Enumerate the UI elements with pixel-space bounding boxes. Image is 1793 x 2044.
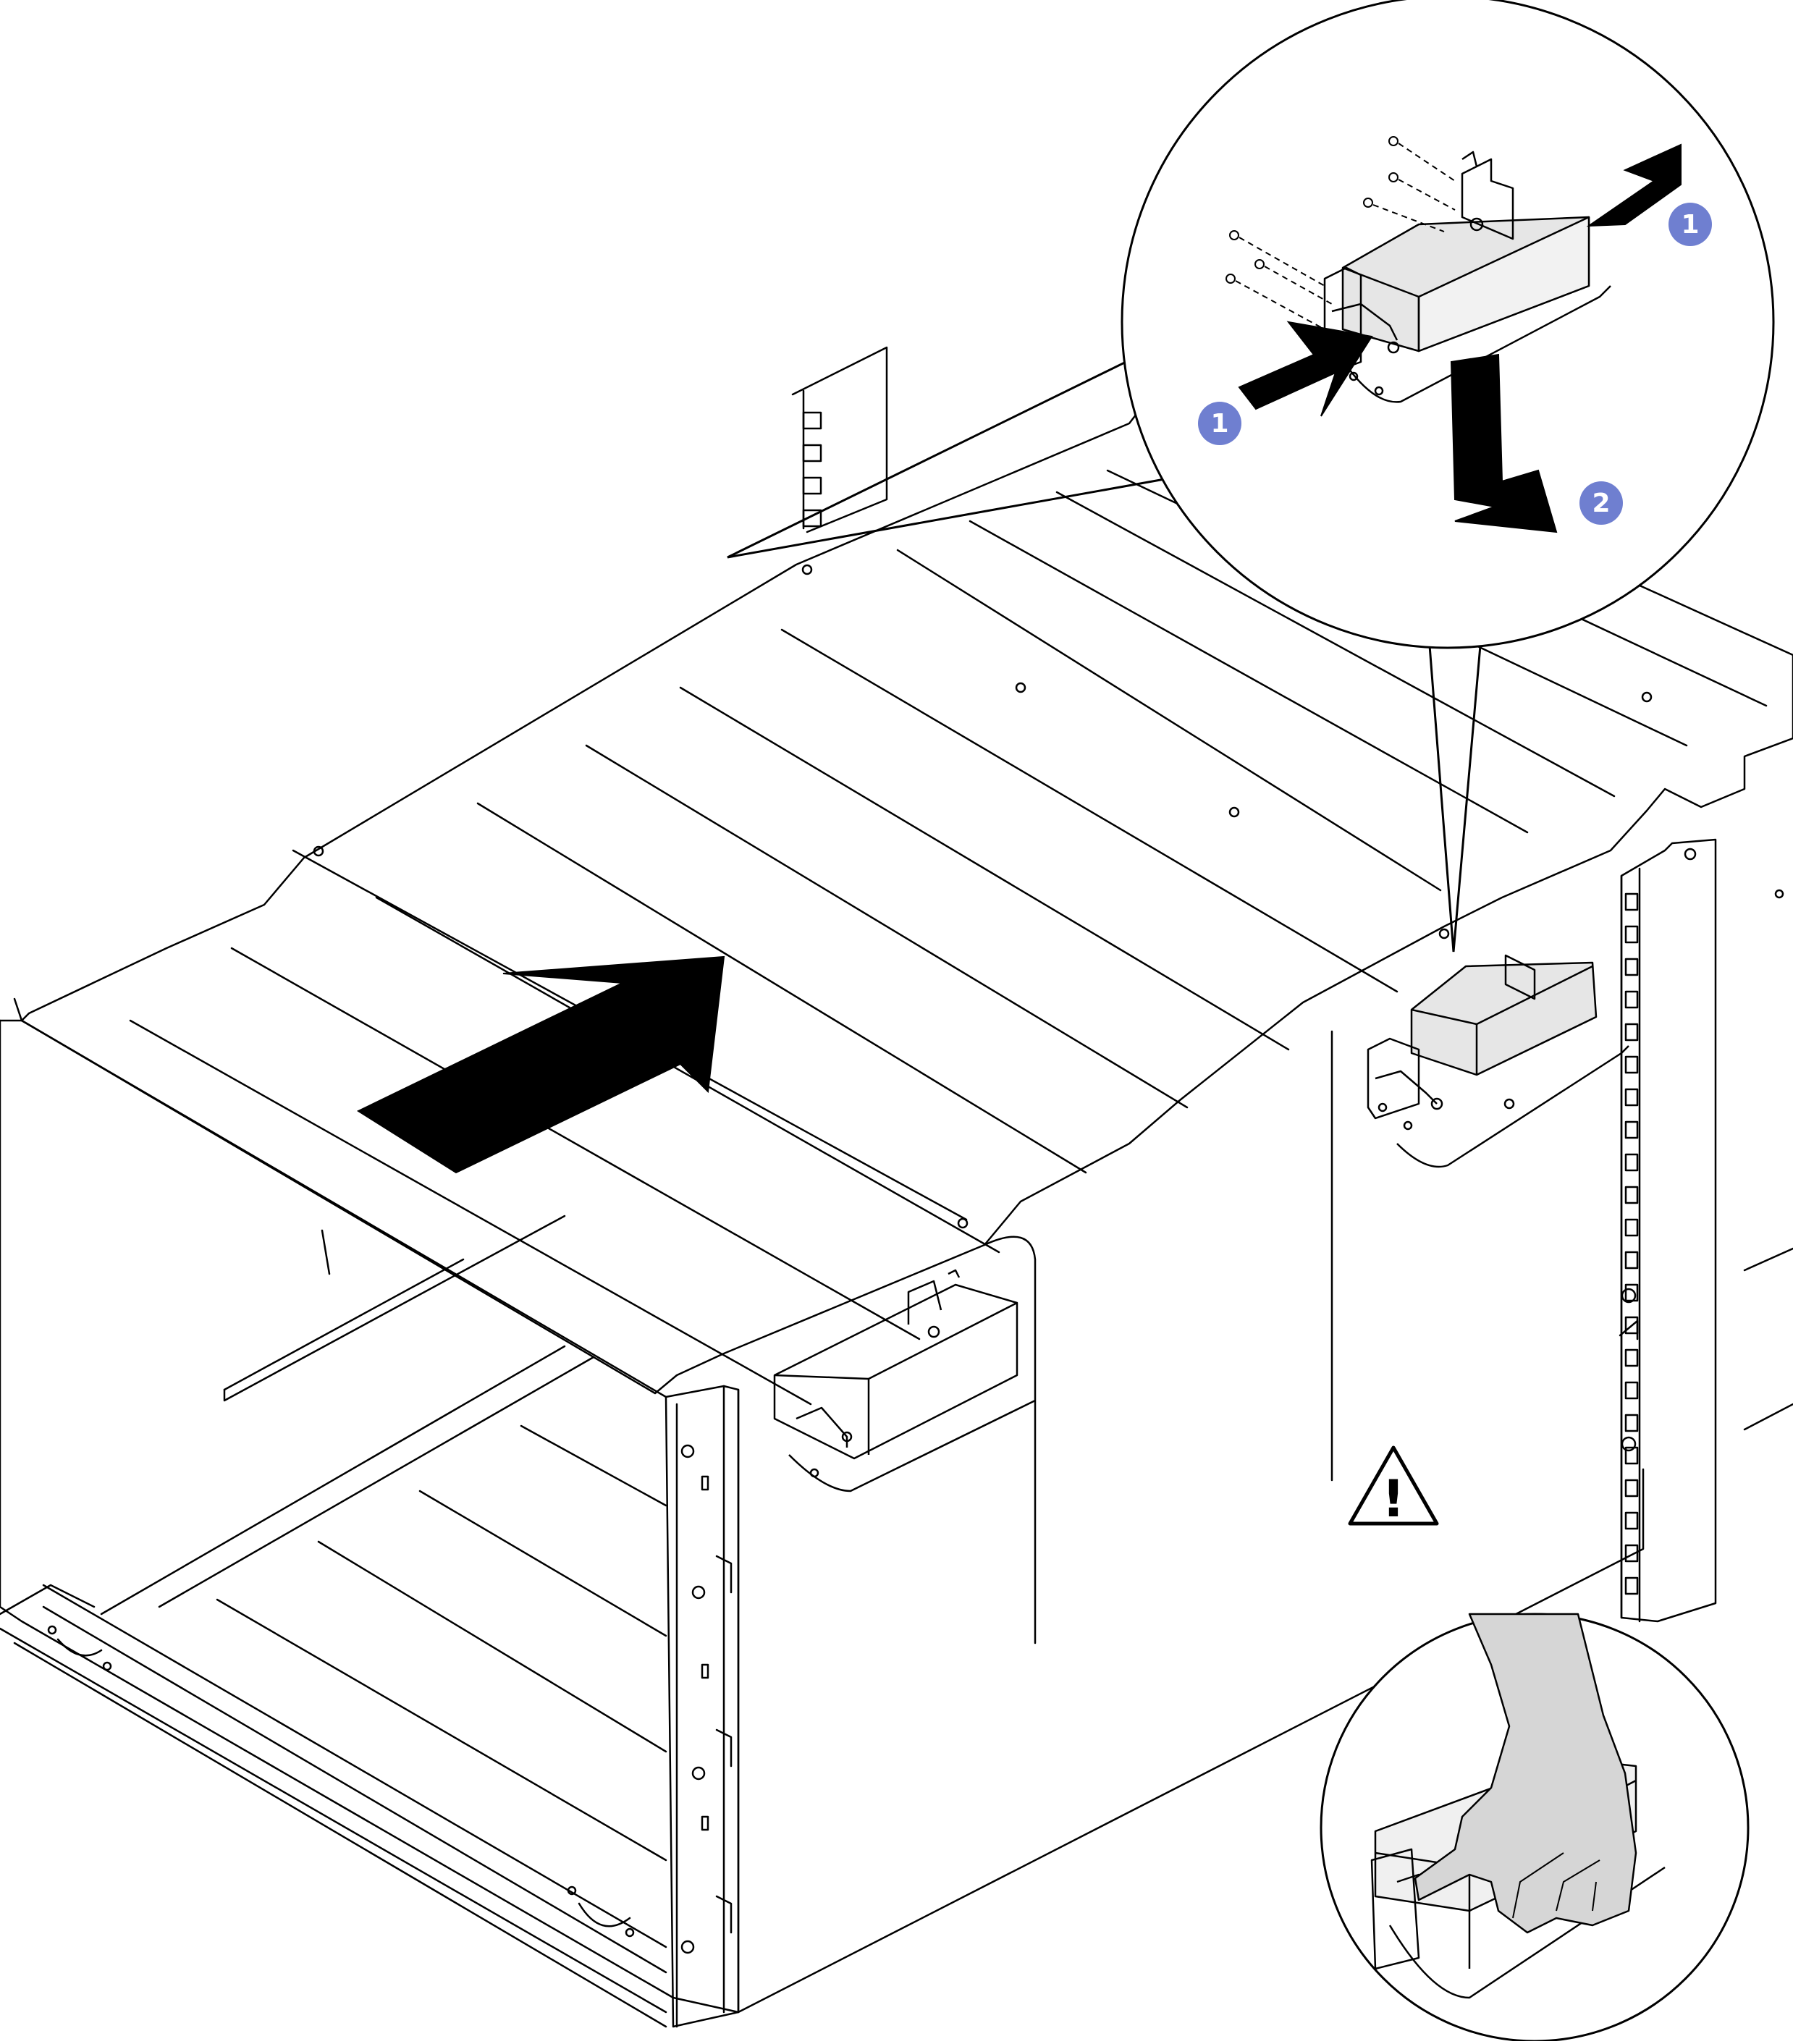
step-1-badge-circle [1668,203,1712,246]
rear-rack-post [791,346,888,533]
caution-inset: ! [1320,1445,1750,2043]
warning-triangle-icon: ! [1348,1445,1439,1529]
rack-post-slots [1624,892,1639,1595]
hand-icon [1414,1613,1637,1934]
zoomed-bracket [1323,151,1611,403]
step-2-badge-circle [1579,481,1623,525]
step-1-badge-right: 1 [1668,203,1712,246]
step-2-label: 2 [1592,489,1610,518]
bracket-screws [1225,136,1456,330]
callout-pointer [727,352,1173,559]
cover-screws [313,564,1784,1229]
warning-symbol: ! [1382,1469,1405,1529]
step-1-label: 1 [1681,210,1699,240]
front-rack-post-right [1619,838,1717,1623]
step-1-badge-left: 1 [1198,402,1241,445]
callout-pointer-lower [1428,645,1482,953]
step-2-badge: 2 [1579,481,1623,525]
front-rack-flange-left [665,1385,740,2028]
rail-bracket-right [1367,954,1629,1168]
step-1-label: 1 [1210,409,1228,439]
pull-arrow-icon [1450,353,1558,533]
press-arrow-icon [1238,143,1682,417]
step-1-badge-circle [1198,402,1241,445]
push-arrow-icon [356,955,725,1174]
top-cover [20,369,1793,1395]
rail-bracket-left [773,1269,1036,1492]
